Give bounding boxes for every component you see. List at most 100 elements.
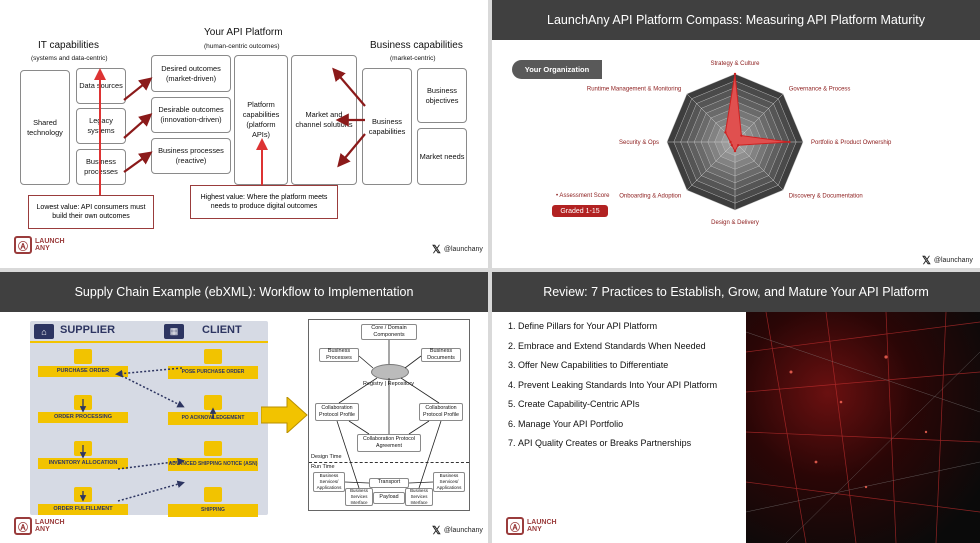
assessment-score-point: [724, 131, 727, 134]
bsa-right-box: Business Services/ Applications: [433, 472, 465, 492]
supplier-step: ORDER PROCESSING: [38, 412, 128, 423]
cpp-right-box: Collaboration Protocol Profile: [419, 403, 463, 421]
lowest-value-callout: Lowest value: API consumers must build t…: [28, 195, 154, 229]
radar-axis-label: Governance & Process: [789, 86, 851, 92]
bsi-right-box: Business Services Interface: [405, 488, 433, 506]
slide-api-platform-capabilities: IT capabilities (systems and data-centri…: [0, 0, 488, 268]
assessment-score-point: [730, 144, 733, 147]
payload-box: Payload: [373, 492, 405, 504]
highest-value-callout: Highest value: Where the platform meets …: [190, 185, 338, 219]
launchany-logo-mark: Ⓐ: [14, 517, 32, 535]
registry-cylinder-icon: [371, 364, 409, 380]
arrow-legacy-to-desirable: [123, 113, 153, 139]
client-step: ADVANCED SHIPPING NOTICE (ASN): [168, 458, 258, 471]
twitter-handle-2[interactable]: 𝕏@launchany: [922, 255, 973, 267]
radar-axis-label: Onboarding & Adoption: [619, 194, 681, 200]
practices-list: Define Pillars for Your API PlatformEmbr…: [498, 320, 717, 457]
assessment-score-point: [733, 149, 737, 153]
assessment-score-legend: • Assessment Score: [556, 193, 610, 199]
yellow-arrow-icon: [261, 397, 308, 433]
assessment-score-point: [788, 140, 791, 144]
platform-capabilities-box: Platform capabilities (platform APIs): [234, 55, 288, 185]
x-logo-icon: 𝕏: [432, 244, 441, 256]
store-icon: ▦: [164, 324, 184, 339]
practice-item: Prevent Leaking Standards Into Your API …: [518, 379, 717, 393]
twitter-handle-3[interactable]: 𝕏@launchany: [432, 525, 483, 537]
practice-item: API Quality Creates or Breaks Partnershi…: [518, 437, 717, 451]
shared-technology-box: Shared technology: [20, 70, 70, 185]
design-time-label: Design Time: [311, 454, 342, 460]
assessment-score-point: [729, 140, 732, 144]
radar-axis-label: Runtime Management & Monitoring: [587, 86, 681, 92]
slide3-title: Supply Chain Example (ebXML): Workflow t…: [0, 272, 488, 312]
transport-box: Transport: [369, 478, 409, 488]
client-label: CLIENT: [202, 324, 242, 336]
core-components-box: Core / Domain Components: [361, 324, 417, 340]
radar-spoke: [686, 141, 736, 191]
supplier-step: PURCHASE ORDER: [38, 366, 128, 377]
cpa-box: Collaboration Protocol Agreement: [357, 434, 421, 452]
client-step-icon: [204, 487, 222, 502]
client-step-icon: [204, 349, 222, 364]
workflow-arrows: [79, 367, 217, 502]
practice-item: Manage Your API Portfolio: [518, 418, 717, 432]
slide-api-platform-compass: LaunchAny API Platform Compass: Measurin…: [492, 0, 980, 268]
arrow-biz-to-market-1: [332, 67, 366, 107]
practice-item: Define Pillars for Your API Platform: [518, 320, 717, 334]
radar-axis-label: Discovery & Documentation: [789, 194, 863, 200]
launchany-logo-mark: Ⓐ: [14, 236, 32, 254]
slide-seven-practices: Review: 7 Practices to Establish, Grow, …: [492, 272, 980, 543]
practice-item: Create Capability-Centric APIs: [518, 398, 717, 412]
client-step: SHIPPING: [168, 504, 258, 517]
business-objectives-box: Business objectives: [417, 68, 467, 123]
x-logo-icon: 𝕏: [432, 525, 441, 537]
business-documents-doc: Business Documents: [421, 348, 461, 362]
practice-item: Embrace and Extend Standards When Needed: [518, 340, 717, 354]
market-needs-box: Market needs: [417, 128, 467, 185]
ebxml-architecture-diagram: Core / Domain Components Business Proces…: [308, 319, 470, 511]
twitter-handle[interactable]: 𝕏@launchany: [432, 244, 483, 256]
network-decorative-image: [746, 312, 980, 543]
supplier-step-icon: [74, 349, 92, 364]
registry-label: Registry | Repository: [363, 381, 414, 387]
radar-axis-label: Design & Delivery: [711, 220, 759, 226]
arrow-data-to-desired: [123, 77, 153, 101]
desired-outcomes-box: Desired outcomes (market-driven): [151, 55, 231, 92]
assessment-score-point: [733, 72, 737, 76]
cpp-left-box: Collaboration Protocol Profile: [315, 403, 359, 421]
api-platform-subheading: (human-centric outcomes): [204, 43, 280, 50]
business-capabilities-heading: Business capabilities: [370, 40, 463, 51]
supplier-step: INVENTORY ALLOCATION: [38, 458, 128, 469]
graded-badge: Graded 1-15: [552, 205, 608, 217]
supplier-step: ORDER FULFILLMENT: [38, 504, 128, 515]
slide-supply-chain-ebxml: Supply Chain Example (ebXML): Workflow t…: [0, 272, 488, 543]
run-time-label: Run Time: [311, 464, 335, 470]
slide4-title: Review: 7 Practices to Establish, Grow, …: [492, 272, 980, 312]
business-capabilities-box: Business capabilities: [362, 68, 412, 185]
your-organization-badge: Your Organization: [512, 60, 602, 79]
it-capabilities-heading: IT capabilities: [38, 40, 99, 51]
it-capabilities-subheading: (systems and data-centric): [31, 55, 108, 62]
factory-icon: ⌂: [34, 324, 54, 339]
arrows-layer: [94, 67, 366, 198]
client-step-icon: [204, 441, 222, 456]
ebxml-arrows: [336, 340, 442, 489]
client-step-icon: [204, 395, 222, 410]
practice-item: Offer New Capabilities to Differentiate: [518, 359, 717, 373]
bsi-left-box: Business Services Interface: [345, 488, 373, 506]
business-capabilities-subheading: (market-centric): [390, 55, 436, 62]
business-processes-reactive-box: Business processes (reactive): [151, 138, 231, 174]
radar-spoke: [734, 93, 784, 143]
assessment-score-point: [740, 134, 743, 137]
slide2-title: LaunchAny API Platform Compass: Measurin…: [492, 0, 980, 40]
x-logo-icon: 𝕏: [922, 255, 931, 267]
assessment-score-point: [737, 144, 740, 147]
arrow-process-to-reactive: [123, 151, 153, 173]
arrow-biz-to-market-3: [337, 133, 366, 168]
radar-spoke: [734, 141, 784, 191]
